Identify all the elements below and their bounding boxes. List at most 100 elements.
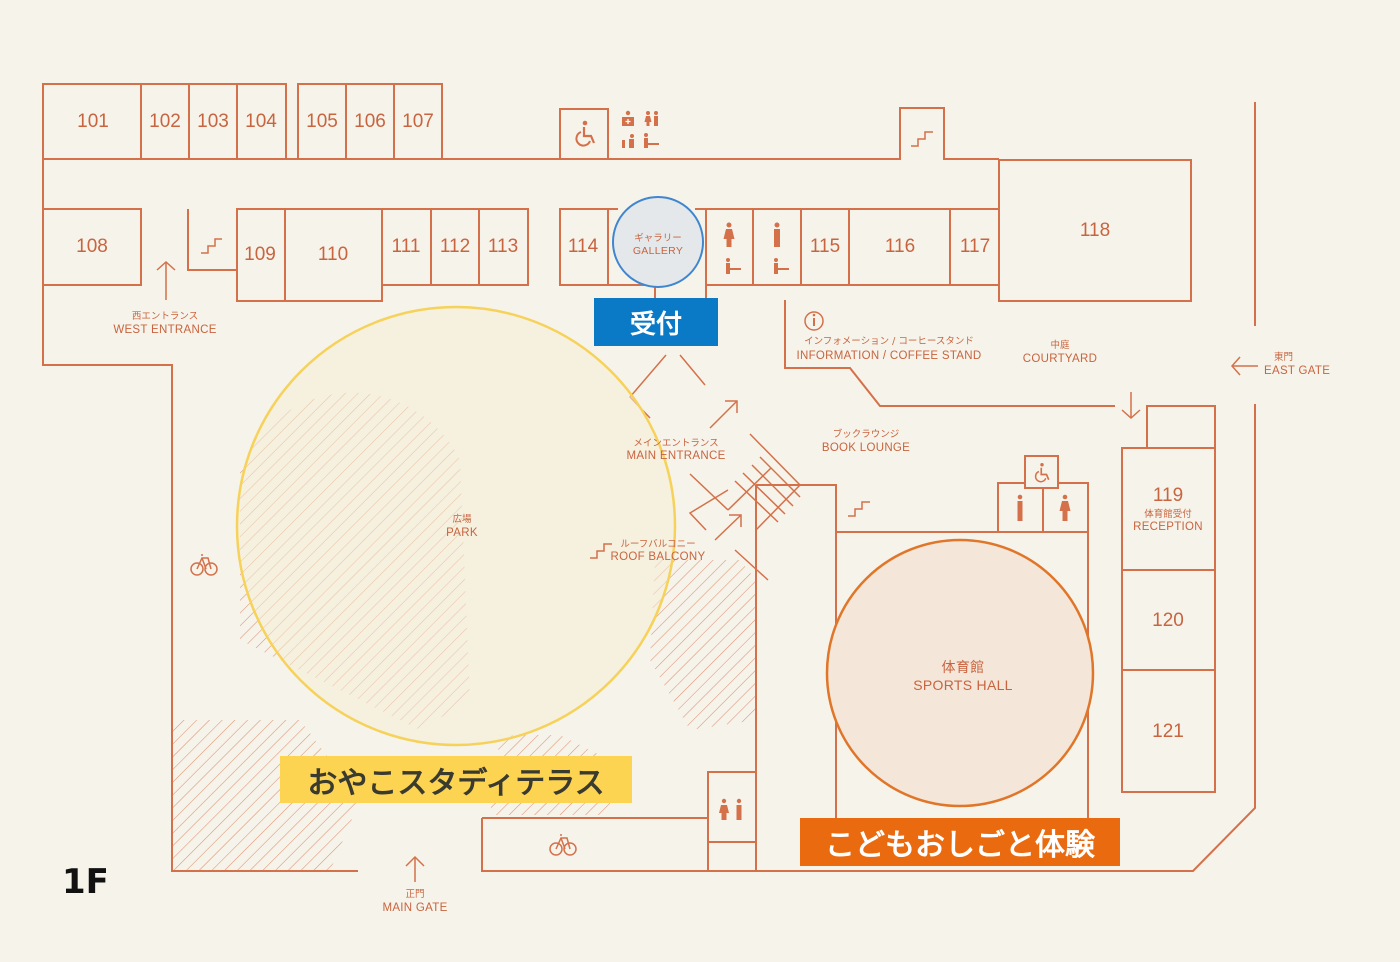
storage-room: [1146, 405, 1216, 449]
svg-text:体育館: 体育館: [942, 659, 985, 675]
restroom-icon: [719, 798, 742, 820]
svg-text:MAIN GATE: MAIN GATE: [382, 902, 447, 914]
room-101[interactable]: [42, 83, 142, 160]
reception-banner[interactable]: 受付: [594, 298, 718, 346]
room-121[interactable]: [1121, 669, 1216, 793]
svg-text:102: 102: [149, 111, 181, 132]
room-116[interactable]: [848, 208, 951, 286]
svg-text:114: 114: [568, 236, 599, 257]
svg-text:113: 113: [488, 236, 518, 257]
svg-text:103: 103: [197, 111, 229, 132]
svg-text:西エントランス: 西エントランス: [132, 311, 198, 322]
stairs-icon: [848, 501, 870, 517]
svg-text:107: 107: [402, 111, 434, 132]
room-112[interactable]: [430, 208, 480, 286]
restroom-south[interactable]: [707, 771, 757, 843]
arrows: [156, 260, 1258, 882]
oyako-study-terrace-banner[interactable]: おやこスタディテラス: [280, 756, 632, 803]
svg-text:広場: 広場: [452, 513, 472, 525]
svg-text:115: 115: [810, 236, 840, 257]
svg-text:110: 110: [318, 244, 348, 265]
svg-text:ROOF BALCONY: ROOF BALCONY: [611, 551, 706, 563]
svg-text:109: 109: [244, 244, 276, 265]
baby-care-icon: [774, 258, 789, 274]
room-117[interactable]: [949, 208, 1000, 286]
svg-text:EAST GATE: EAST GATE: [1264, 365, 1330, 377]
men-restroom-icon: [774, 222, 780, 247]
room-114[interactable]: [559, 208, 609, 286]
svg-text:117: 117: [960, 236, 990, 257]
svg-text:インフォメーション / コーヒースタンド: インフォメーション / コーヒースタンド: [804, 336, 974, 347]
info-icon[interactable]: [804, 311, 824, 331]
svg-text:MAIN ENTRANCE: MAIN ENTRANCE: [626, 450, 725, 462]
room-107[interactable]: [393, 83, 443, 160]
restroom-icon: [644, 111, 658, 126]
baby-care-icon: [644, 133, 659, 148]
svg-text:ルーフバルコニー: ルーフバルコニー: [620, 539, 695, 550]
svg-text:SPORTS HALL: SPORTS HALL: [913, 677, 1013, 693]
bicycle-icon: [190, 554, 218, 576]
svg-text:GALLERY: GALLERY: [633, 245, 683, 257]
svg-text:108: 108: [76, 236, 108, 257]
arrow-up-icon: [156, 260, 176, 300]
sports-hall-highlight[interactable]: [825, 538, 1095, 808]
wheelchair-icon: [575, 120, 596, 147]
area-labels: 西エントランス WEST ENTRANCE インフォメーション / コーヒースタ…: [113, 311, 1330, 914]
arrow-upright-icon: [714, 514, 742, 541]
women-restroom-icon: [723, 222, 735, 247]
right-column-rooms: 119 体育館受付 RECEPTION 120 121: [1121, 405, 1216, 793]
room-118[interactable]: [998, 159, 1192, 302]
wheelchair-icon: [1034, 463, 1050, 483]
park-highlight[interactable]: [235, 305, 677, 747]
room-108[interactable]: [42, 208, 142, 286]
floor-label: 1F: [62, 862, 109, 902]
room-104[interactable]: [236, 83, 287, 160]
svg-text:106: 106: [354, 111, 386, 132]
first-aid-icon: [622, 110, 634, 126]
svg-text:東門: 東門: [1274, 351, 1293, 363]
bicycle-icon: [549, 834, 577, 856]
room-115[interactable]: [800, 208, 850, 286]
arrow-upright-icon: [709, 400, 738, 429]
svg-text:COURTYARD: COURTYARD: [1023, 353, 1097, 365]
women-restroom-icon: [1059, 494, 1071, 521]
svg-text:119: 119: [1153, 485, 1183, 506]
svg-text:116: 116: [885, 236, 915, 257]
svg-text:ギャラリー: ギャラリー: [634, 233, 682, 244]
svg-text:BOOK LOUNGE: BOOK LOUNGE: [822, 442, 910, 454]
facility-icons: [622, 110, 1071, 820]
svg-text:121: 121: [1152, 721, 1184, 742]
room-106[interactable]: [345, 83, 395, 160]
gallery-highlight[interactable]: [612, 196, 704, 288]
svg-text:105: 105: [306, 111, 338, 132]
men-restroom-icon: [1017, 494, 1023, 521]
top-row-rooms: 101 102 103 104 105 106 107: [42, 83, 609, 160]
svg-text:WEST ENTRANCE: WEST ENTRANCE: [113, 324, 216, 336]
svg-text:120: 120: [1152, 610, 1184, 631]
room-113[interactable]: [478, 208, 529, 286]
room-110[interactable]: [284, 208, 383, 302]
room-105[interactable]: [297, 83, 347, 160]
svg-text:111: 111: [392, 236, 421, 257]
stairs-icons: [201, 131, 933, 559]
svg-text:104: 104: [245, 111, 277, 132]
svg-text:メインエントランス: メインエントランス: [633, 438, 718, 449]
arrow-up-icon: [405, 855, 425, 882]
kids-job-experience-banner[interactable]: こどもおしごと体験: [800, 818, 1120, 866]
room-120[interactable]: [1121, 569, 1216, 671]
svg-text:体育館受付: 体育館受付: [1144, 508, 1192, 520]
sports-hall-area: 体育館 SPORTS HALL: [707, 455, 1095, 871]
svg-text:118: 118: [1080, 220, 1110, 241]
baby-care-icon: [726, 258, 741, 274]
stairs-icon: [590, 543, 612, 559]
svg-text:正門: 正門: [405, 889, 424, 900]
svg-text:中庭: 中庭: [1050, 339, 1070, 351]
svg-text:RECEPTION: RECEPTION: [1133, 521, 1203, 533]
svg-text:112: 112: [440, 236, 470, 257]
svg-text:INFORMATION / COFFEE STAND: INFORMATION / COFFEE STAND: [797, 350, 982, 362]
arrow-left-icon: [1230, 356, 1258, 376]
svg-text:PARK: PARK: [446, 527, 478, 539]
arrow-down-icon: [1121, 392, 1141, 420]
second-row-rooms: 108 109 110 111 112 113 114 115 116 117 …: [42, 159, 1192, 302]
